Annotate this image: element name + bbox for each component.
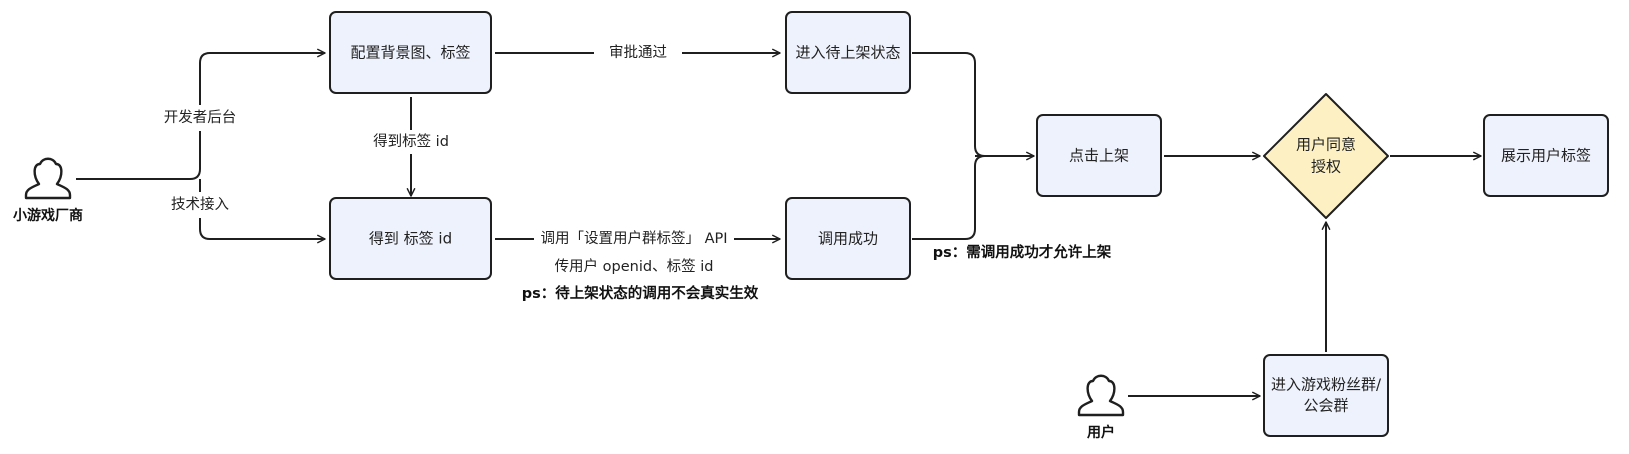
node-show-tag-label: 展示用户标签 <box>1501 147 1591 165</box>
node-pending-label: 进入待上架状态 <box>795 44 900 62</box>
node-call-success-box <box>785 197 911 280</box>
node-config: 配置背景图、标签 <box>329 11 492 94</box>
actor-developer: 小游戏厂商 <box>13 157 83 224</box>
node-call-success: 调用成功 <box>785 197 911 280</box>
actor-user-label: 用户 <box>1087 424 1115 441</box>
node-enter-group-label-2: 公会群 <box>1303 397 1348 415</box>
node-config-label: 配置背景图、标签 <box>350 44 470 62</box>
node-consent: 用户同意 授权 <box>1263 93 1389 219</box>
node-get-tag: 得到 标签 id <box>329 197 492 280</box>
node-show-tag: 展示用户标签 <box>1483 114 1609 197</box>
node-pending-box <box>785 11 911 94</box>
note-pending: ps：待上架状态的调用不会真实生效 <box>522 284 759 302</box>
actor-developer-label: 小游戏厂商 <box>13 207 83 224</box>
node-enter-group: 进入游戏粉丝群/ 公会群 <box>1263 354 1389 437</box>
label-tech-access: 技术接入 <box>171 196 229 213</box>
node-config-box <box>329 11 492 94</box>
label-dev-backend: 开发者后台 <box>164 109 237 126</box>
person-icon <box>1077 374 1125 417</box>
label-got-tag-id: 得到标签 id <box>373 133 449 150</box>
edge-success-merge <box>912 155 986 240</box>
note-publish: ps：需调用成功才允许上架 <box>933 243 1112 261</box>
node-get-tag-box <box>329 197 492 280</box>
label-call-api-2: 传用户 openid、标签 id <box>555 258 714 275</box>
node-click-publish-box <box>1036 114 1162 197</box>
node-click-publish: 点击上架 <box>1036 114 1162 197</box>
edge-pending-merge <box>912 52 986 157</box>
label-approved: 审批通过 <box>609 44 667 61</box>
node-consent-label-1: 用户同意 <box>1296 136 1356 154</box>
actor-user: 用户 <box>1077 374 1125 441</box>
node-show-tag-box <box>1483 114 1609 197</box>
node-consent-diamond <box>1263 93 1389 219</box>
node-pending: 进入待上架状态 <box>785 11 911 94</box>
edge-dev-backend <box>199 48 326 169</box>
node-call-success-label: 调用成功 <box>818 230 878 248</box>
connectors <box>76 48 1482 401</box>
edge-tech-access <box>199 179 326 244</box>
node-consent-label-2: 授权 <box>1311 158 1341 176</box>
node-enter-group-label-1: 进入游戏粉丝群/ <box>1271 376 1382 394</box>
person-icon <box>24 157 72 200</box>
node-enter-group-box <box>1263 354 1389 437</box>
node-get-tag-label: 得到 标签 id <box>369 230 452 248</box>
node-click-publish-label: 点击上架 <box>1069 147 1129 165</box>
label-call-api-1: 调用「设置用户群标签」 API <box>540 230 727 247</box>
edge-developer-split <box>76 168 201 180</box>
